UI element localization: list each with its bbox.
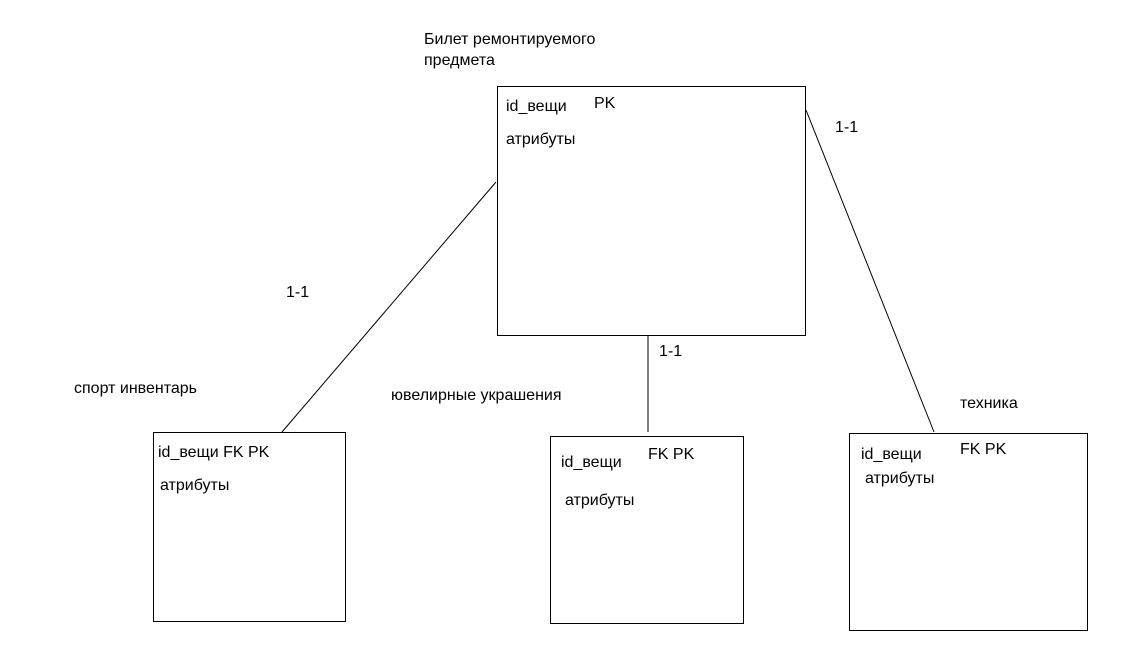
parent-key-label: PK	[594, 95, 616, 112]
jewelry-entity-label: ювелирные украшения	[391, 387, 562, 404]
sport-id-field: id_вещи FK PK	[158, 444, 270, 461]
connector-left	[281, 181, 497, 433]
tech-attributes: атрибуты	[865, 470, 935, 487]
tech-id-field: id_вещи	[861, 446, 922, 463]
jewelry-key-label: FK PK	[648, 446, 695, 463]
jewelry-id-field: id_вещи	[561, 454, 622, 471]
jewelry-attributes: атрибуты	[565, 492, 635, 509]
parent-title-line2: предмета	[424, 52, 495, 69]
parent-entity-box[interactable]: id_вещи PK атрибуты	[497, 86, 806, 336]
sport-entity-box[interactable]: id_вещи FK PK атрибуты	[153, 432, 346, 622]
connector-right	[805, 109, 935, 433]
tech-key-label: FK PK	[960, 441, 1007, 458]
tech-entity-box[interactable]: id_вещи FK PK атрибуты	[849, 433, 1088, 631]
relation-label-right: 1-1	[835, 119, 859, 136]
jewelry-entity-box[interactable]: id_вещи FK PK атрибуты	[550, 436, 744, 624]
parent-id-field: id_вещи	[506, 98, 567, 115]
relation-label-left: 1-1	[286, 284, 310, 301]
relation-label-middle: 1-1	[659, 343, 683, 360]
sport-entity-label: спорт инвентарь	[74, 380, 197, 397]
tech-entity-label: техника	[960, 395, 1018, 412]
sport-attributes: атрибуты	[160, 477, 230, 494]
parent-title-line1: Билет ремонтируемого	[424, 31, 596, 48]
parent-attributes: атрибуты	[506, 131, 576, 148]
